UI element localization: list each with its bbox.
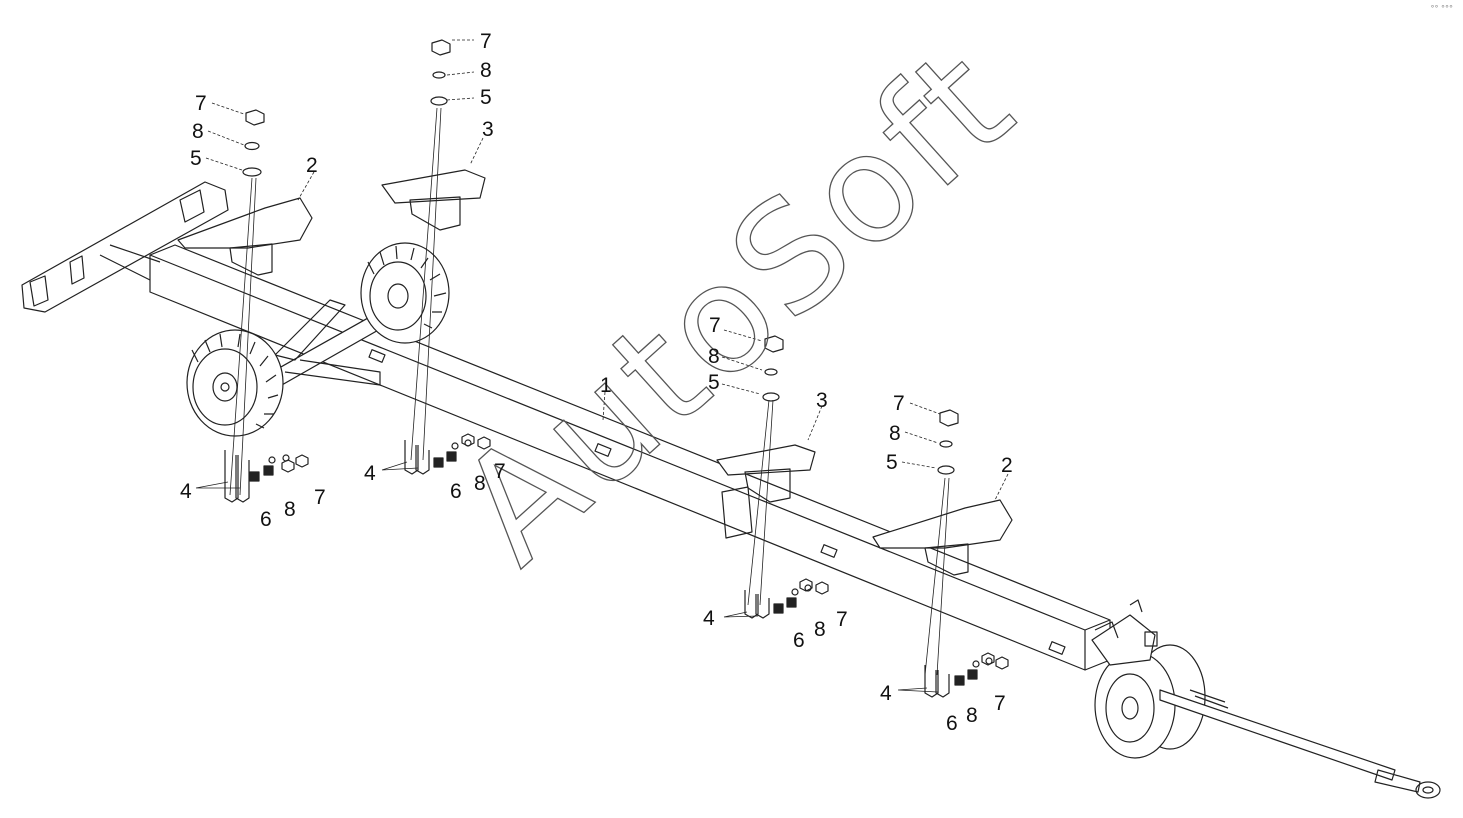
- part-number-5: 5: [480, 86, 492, 109]
- bracket-3-rear: [381, 169, 486, 231]
- part-number-4: 4: [364, 462, 376, 485]
- corner-mark: °° °°°: [1430, 4, 1453, 13]
- bracket-2-rear: [177, 197, 313, 276]
- ubolt-cluster-2: [404, 433, 491, 475]
- ubolt-cluster-4: [924, 652, 1009, 698]
- hardware-stack-rear-right: [430, 39, 451, 106]
- part-number-4: 4: [703, 607, 715, 630]
- rear-wheel-left: [186, 329, 284, 437]
- drawbar: [1159, 689, 1441, 799]
- bracket-2-front: [872, 499, 1013, 576]
- part-number-3: 3: [482, 118, 494, 141]
- leader-lines: [205, 39, 1009, 503]
- part-number-2: 2: [1001, 454, 1013, 477]
- ubolt-cluster-1: [224, 450, 309, 503]
- rear-wheel-right: [360, 242, 450, 344]
- part-number-7: 7: [893, 392, 905, 415]
- part-number-6: 6: [793, 629, 805, 652]
- part-number-2: 2: [306, 154, 318, 177]
- rear-crossbar: [21, 181, 229, 313]
- part-number-3: 3: [816, 389, 828, 412]
- front-wheels: [1091, 599, 1206, 759]
- part-number-5: 5: [886, 451, 898, 474]
- hardware-stack-middle: [762, 335, 784, 402]
- part-number-8: 8: [192, 120, 204, 143]
- part-number-6: 6: [946, 712, 958, 735]
- bolt-lines: [229, 107, 950, 676]
- part-number-5: 5: [708, 371, 720, 394]
- part-number-8: 8: [474, 472, 486, 495]
- part-number-8: 8: [480, 59, 492, 82]
- part-number-5: 5: [190, 147, 202, 170]
- part-number-7: 7: [709, 314, 721, 337]
- part-number-4: 4: [180, 480, 192, 503]
- ubolt-cluster-3: [744, 578, 829, 619]
- part-number-7: 7: [836, 608, 848, 631]
- part-number-6: 6: [450, 480, 462, 503]
- hardware-stack-front: [937, 409, 959, 475]
- part-number-8: 8: [814, 618, 826, 641]
- part-number-8: 8: [966, 704, 978, 727]
- part-number-4: 4: [880, 682, 892, 705]
- hardware-stack-rear-left: [242, 109, 265, 177]
- part-number-7: 7: [494, 460, 506, 483]
- part-number-8: 8: [708, 345, 720, 368]
- part-number-6: 6: [260, 508, 272, 531]
- bracket-3-middle: [716, 444, 816, 539]
- ubolt-leaders: [195, 461, 939, 693]
- part-number-8: 8: [284, 498, 296, 521]
- part-number-8: 8: [889, 422, 901, 445]
- part-number-7: 7: [195, 92, 207, 115]
- part-number-1: 1: [600, 374, 612, 397]
- part-number-7: 7: [314, 486, 326, 509]
- part-number-7: 7: [480, 30, 492, 53]
- part-number-7: 7: [994, 692, 1006, 715]
